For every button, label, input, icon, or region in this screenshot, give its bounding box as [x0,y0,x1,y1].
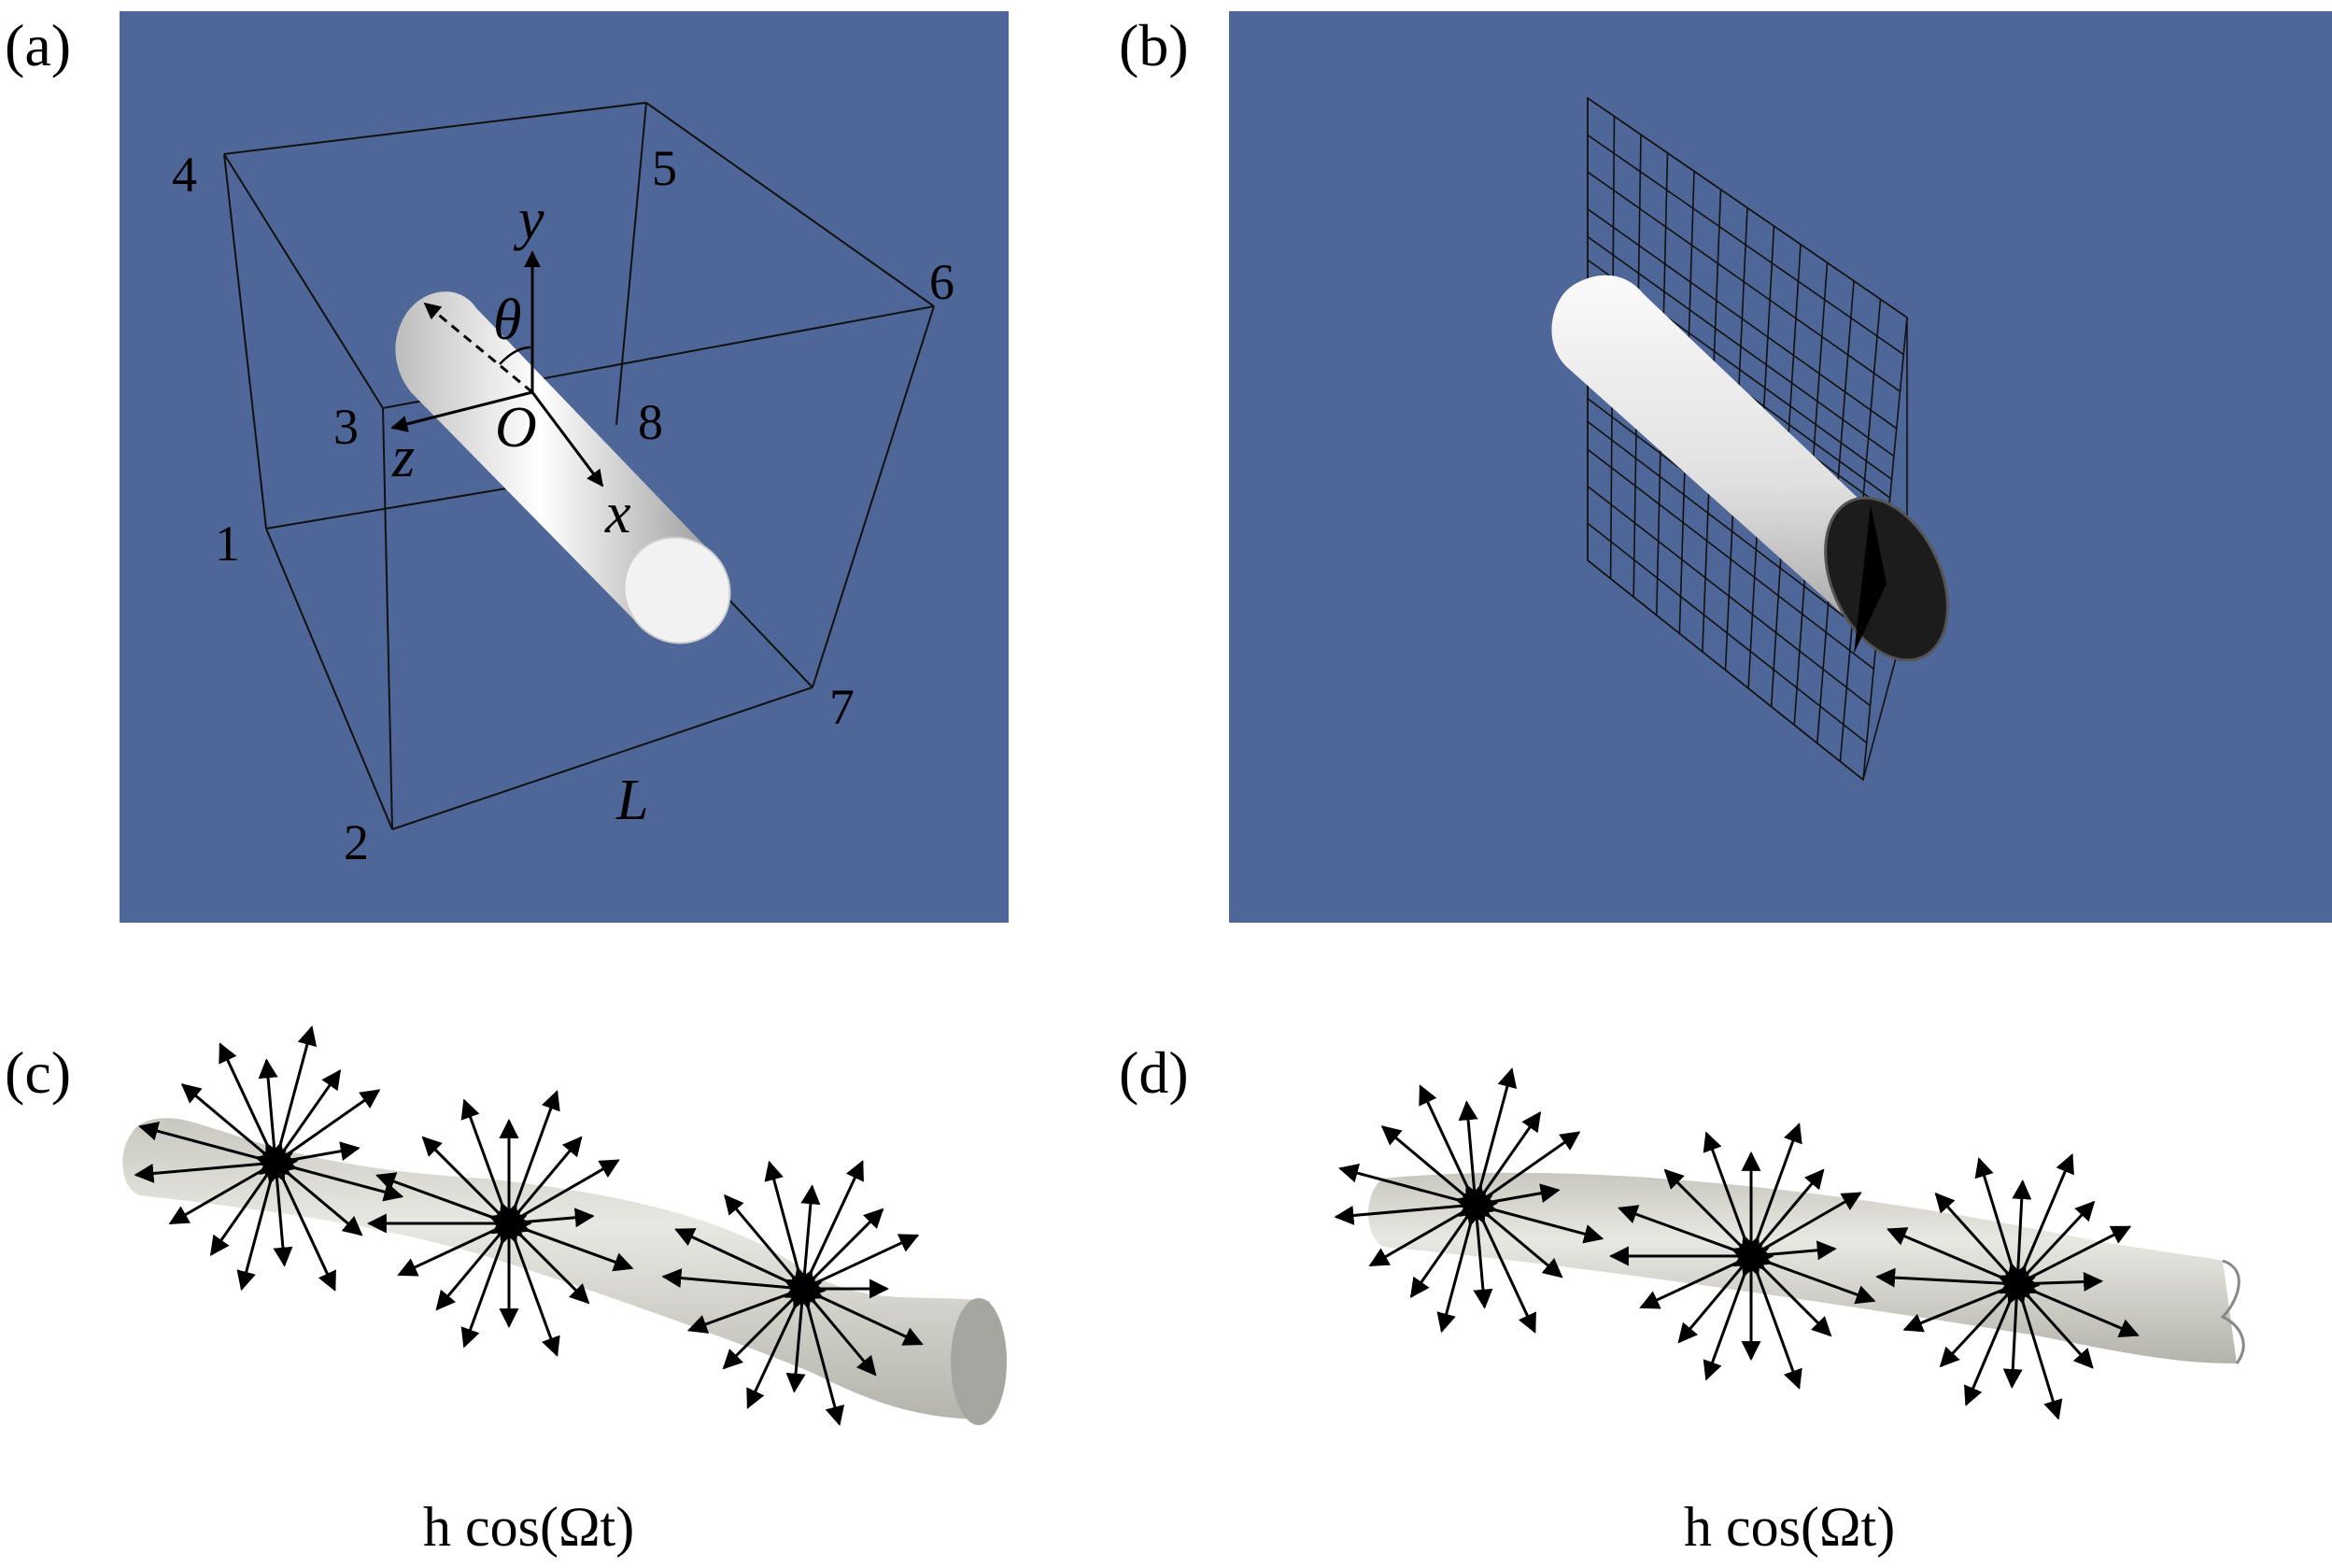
mesh-line [1587,235,1895,458]
vertex-labels: 1 2 3 4 5 6 7 8 [172,140,954,870]
domain-box [223,102,935,830]
angle-theta-label: θ [493,289,521,352]
normal-arrows-d [1334,1067,2140,1420]
origin-label: O [495,396,537,459]
panel-b: (b) [1119,11,2332,923]
vertex-8: 8 [638,394,663,450]
mesh-line [1587,171,1901,392]
panel-b-label: (b) [1119,12,1189,78]
normal-arrow [134,1152,299,1183]
normal-arrow [1334,1194,1499,1225]
panel-c-label: (c) [5,1039,71,1106]
vertex-3: 3 [333,399,359,455]
caption-c: h cos(Ωt) [423,1496,634,1558]
vertex-1: 1 [215,516,240,572]
mesh-line [1587,208,1898,430]
vertex-7: 7 [829,679,855,735]
axis-labels: y z x O θ L [391,188,648,832]
panel-c: (c) h cos(Ωt) [5,1025,1007,1558]
vertex-4: 4 [172,147,197,203]
panel-d-label: (d) [1119,1039,1189,1106]
vertex-2: 2 [344,814,369,870]
panel-d: (d) h cos(Ωt) [1119,1039,2245,1558]
x-axis-label: x [604,482,631,545]
caption-d: h cos(Ωt) [1684,1496,1895,1558]
mesh-line [1587,420,1877,643]
mesh-line [1587,97,1908,318]
z-axis-label: z [391,426,415,489]
length-label: L [615,769,648,832]
mesh-line [1587,134,1904,356]
mesh-line [1587,448,1874,670]
vertex-6: 6 [929,254,954,310]
panel-a: (a) y [5,11,1009,923]
y-axis-label: y [513,188,544,251]
mesh-line [1587,522,1868,744]
mesh-line [1587,486,1872,707]
cylinder-body-b [1551,275,1949,662]
normal-arrow [661,1268,827,1299]
coordinate-axes [390,250,604,487]
normal-arrows-c [134,1025,924,1426]
normal-arrow [1875,1267,2041,1294]
mesh-line [1587,559,1864,781]
cylinder-body [395,291,731,644]
vertex-5: 5 [652,140,677,196]
panel-a-label: (a) [5,12,71,78]
